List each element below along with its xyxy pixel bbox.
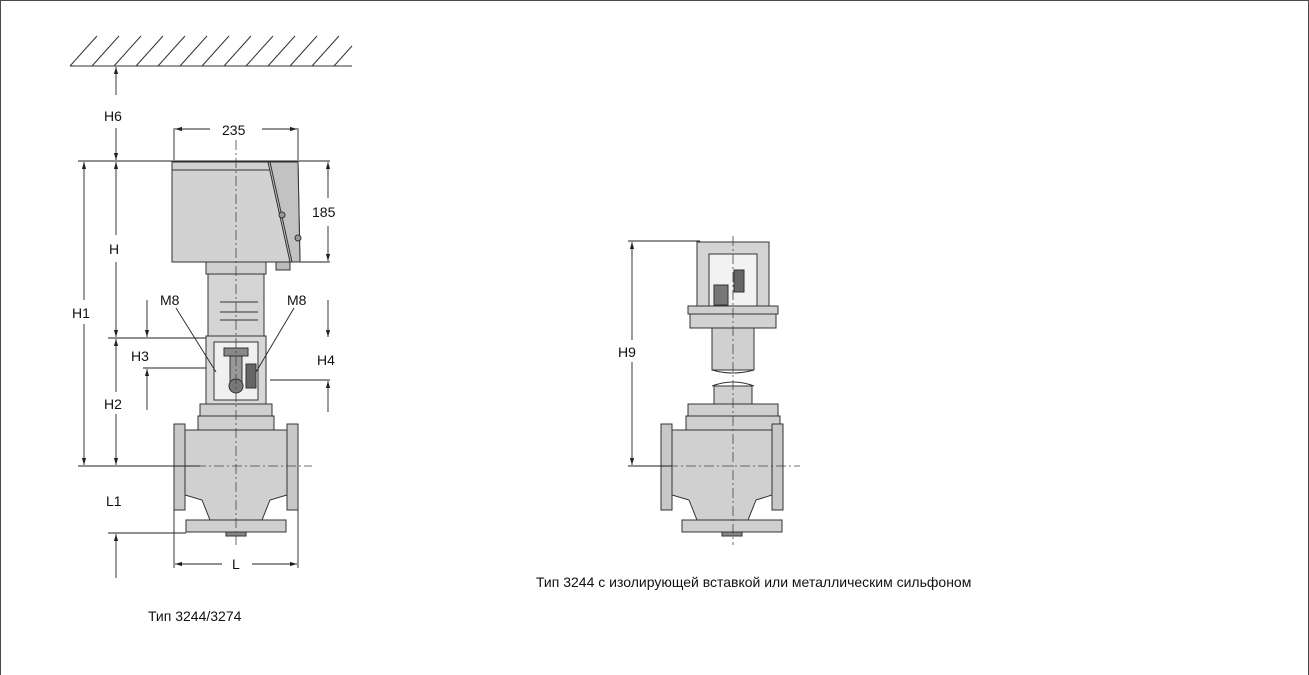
left-caption: Тип 3244/3274 <box>148 608 242 624</box>
dim-h2: H2 <box>104 396 122 412</box>
dim-h6: H6 <box>104 108 122 124</box>
dim-h4: H4 <box>317 352 335 368</box>
dim-l: L <box>232 556 240 572</box>
ceiling-hatch <box>69 35 353 67</box>
dim-235: 235 <box>222 122 246 138</box>
dim-m8-right: M8 <box>287 292 307 308</box>
left-valve <box>171 161 302 537</box>
right-valve <box>660 241 784 537</box>
dim-l1: L1 <box>106 493 122 509</box>
dim-h3: H3 <box>131 348 149 364</box>
dim-h9: H9 <box>618 344 636 360</box>
dim-m8-left: M8 <box>160 292 180 308</box>
dim-h: H <box>109 241 120 257</box>
dim-h1: H1 <box>72 305 90 321</box>
right-caption: Тип 3244 с изолирующей вставкой или мета… <box>536 574 972 590</box>
dim-185: 185 <box>312 204 336 220</box>
